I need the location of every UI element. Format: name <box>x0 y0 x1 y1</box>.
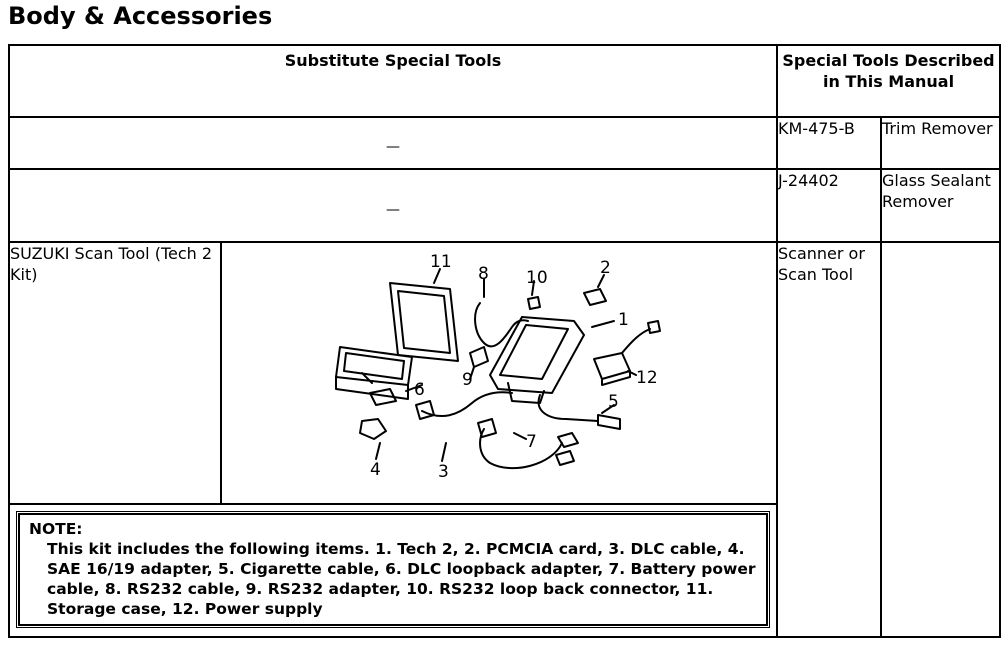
figure-callouts: 1 2 3 4 5 6 7 8 9 10 11 12 <box>370 252 658 482</box>
tool-code-cell: J-24402 <box>776 168 882 243</box>
callout-6: 6 <box>414 380 425 400</box>
empty-cell <box>879 241 1002 638</box>
table-header-row: Substitute Special Tools Special Tools D… <box>8 44 1002 118</box>
note-heading: NOTE: <box>29 520 83 538</box>
substitute-tool-cell: — <box>8 116 778 170</box>
callout-1: 1 <box>618 310 629 330</box>
note-text: This kit includes the following items. 1… <box>47 540 756 618</box>
tech2-kit-illustration: 1 2 3 4 5 6 7 8 9 10 11 12 <box>335 252 661 482</box>
callout-8: 8 <box>478 264 489 284</box>
scan-tool-substitute-name: SUZUKI Scan Tool (Tech 2 Kit) <box>8 241 222 505</box>
table-row: — KM-475-B Trim Remover <box>8 116 1002 170</box>
table-row-note: NOTE: This kit includes the following it… <box>8 503 1000 638</box>
callout-7: 7 <box>526 432 537 452</box>
header-substitute-tools: Substitute Special Tools <box>8 44 778 118</box>
note-box: NOTE: This kit includes the following it… <box>16 511 770 628</box>
scan-tool-described-name: Scanner or Scan Tool <box>776 241 882 638</box>
special-tools-table: Substitute Special Tools Special Tools D… <box>8 44 1002 638</box>
header-described-tools: Special Tools Described in This Manual <box>775 44 1002 118</box>
callout-3: 3 <box>438 462 449 482</box>
note-cell: NOTE: This kit includes the following it… <box>8 503 778 638</box>
callout-12: 12 <box>636 368 658 388</box>
callout-11: 11 <box>430 252 452 272</box>
storage-case-drawing <box>335 282 459 400</box>
callout-10: 10 <box>526 268 548 288</box>
tool-code-cell: KM-475-B <box>776 116 882 170</box>
table-row: — J-24402 Glass Sealant Remover <box>8 168 1002 243</box>
tech2-kit-figure-cell: 1 2 3 4 5 6 7 8 9 10 11 12 <box>220 241 778 505</box>
substitute-tool-cell: — <box>8 168 778 243</box>
callout-2: 2 <box>600 258 611 278</box>
page-title: Body & Accessories <box>8 2 273 30</box>
tool-name-cell: Glass Sealant Remover <box>879 168 1002 243</box>
tool-name-cell: Trim Remover <box>879 116 1002 170</box>
callout-4: 4 <box>370 460 381 480</box>
table-row-scan-tool: SUZUKI Scan Tool (Tech 2 Kit) <box>8 241 1002 638</box>
tech2-drawing <box>489 316 585 404</box>
callout-9: 9 <box>462 370 473 390</box>
callout-5: 5 <box>608 392 619 412</box>
